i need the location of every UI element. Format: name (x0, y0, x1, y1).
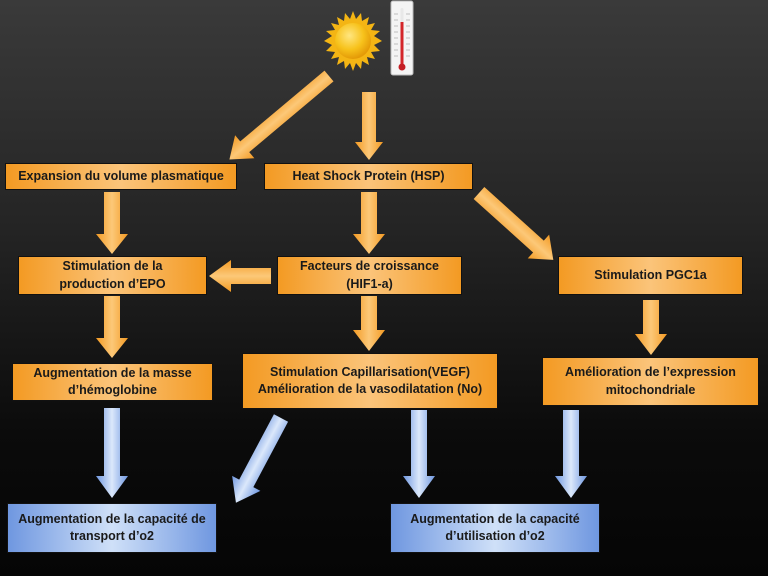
node-plasma-expansion: Expansion du volume plasmatique (5, 163, 237, 190)
node-hemoglobin-increase: Augmentation de la masse d’hémoglobine (12, 363, 213, 401)
arrow-capillary-to-transport (232, 414, 289, 503)
node-heat-shock-protein: Heat Shock Protein (HSP) (264, 163, 473, 190)
node-o2-utilisation-capacity: Augmentation de la capacité d’utilisatio… (390, 503, 600, 553)
node-capillarisation: Stimulation Capillarisation(VEGF) Amélio… (242, 353, 498, 409)
node-label: mitochondriale (605, 382, 696, 397)
node-label: Stimulation de la (62, 259, 163, 273)
node-label: Stimulation PGC1a (594, 267, 707, 282)
node-label: Augmentation de la masse (33, 365, 192, 380)
node-label: Augmentation de la capacité de (18, 511, 206, 526)
arrow-mito-to-utilisation (555, 410, 587, 498)
node-pgc1a-stimulation: Stimulation PGC1a (558, 256, 743, 295)
arrow-hsp-to-growth (353, 192, 385, 254)
node-growth-factors: Facteurs de croissance (HIF1-a) (277, 256, 462, 295)
arrow-growth-to-epo (209, 260, 271, 292)
arrow-sun-to-plasma (229, 70, 334, 160)
arrow-plasma-to-epo (96, 192, 128, 254)
node-label: Expansion du volume plasmatique (18, 168, 224, 183)
node-label: production d’EPO (59, 276, 166, 291)
arrow-epo-to-hemoglobin (96, 296, 128, 358)
node-epo-stimulation: Stimulation de la production d’EPO (18, 256, 207, 295)
node-label: transport d’o2 (69, 529, 155, 543)
node-label: d’utilisation d’o2 (445, 529, 545, 543)
arrow-sun-to-hsp (355, 92, 383, 160)
arrow-growth-to-capillary (353, 296, 385, 351)
node-o2-transport-capacity: Augmentation de la capacité de transport… (7, 503, 217, 553)
node-label: Amélioration de la vasodilatation (No) (257, 382, 483, 396)
node-label: Stimulation Capillarisation(VEGF) (269, 364, 471, 379)
arrow-capillary-to-utilisation (403, 410, 435, 498)
sun-icon (324, 11, 382, 71)
arrow-hemoglobin-to-transport (96, 408, 128, 498)
node-label: Heat Shock Protein (HSP) (292, 168, 445, 183)
node-label: d’hémoglobine (68, 383, 157, 397)
node-label: (HIF1-a) (346, 276, 393, 291)
arrow-pgc1a-to-mito (635, 300, 667, 355)
node-label: Augmentation de la capacité (410, 511, 580, 526)
node-label: Facteurs de croissance (300, 259, 439, 273)
thermometer-icon (390, 0, 414, 76)
node-mitochondrial-expression: Amélioration de l’expression mitochondri… (542, 357, 759, 406)
node-label: Amélioration de l’expression (565, 365, 736, 379)
arrow-hsp-to-pgc1a (473, 187, 554, 260)
